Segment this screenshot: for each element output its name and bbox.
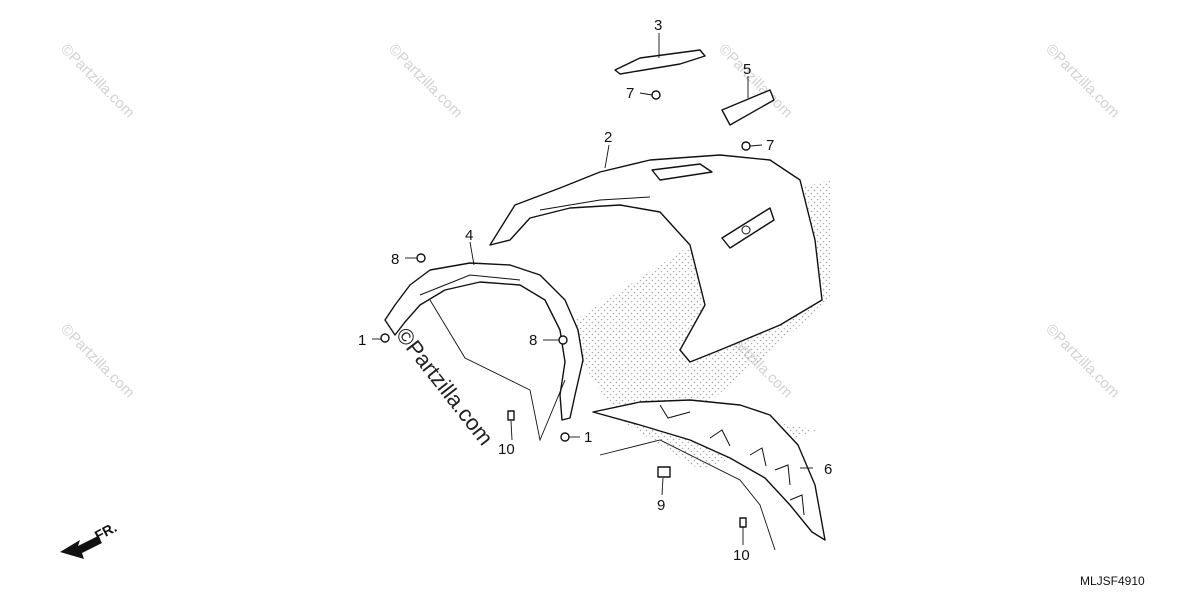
- part-6-inner-liner: [592, 399, 826, 541]
- callout-9: 9: [657, 497, 665, 514]
- part-3-lid: [614, 49, 706, 75]
- callout-4: 4: [465, 227, 473, 244]
- callout-10: 10: [733, 547, 750, 564]
- leader-lines: [372, 33, 813, 551]
- callout-10: 10: [498, 441, 515, 458]
- front-direction-arrow: FR.: [60, 519, 119, 559]
- watermark: ©Partzilla.com: [57, 321, 138, 402]
- diagram-code: MLJSF4910: [1080, 574, 1145, 588]
- callout-6: 6: [824, 461, 832, 478]
- part-5-emblem: [721, 89, 775, 126]
- callouts: 3 7 5 7 2 4 8 1 8 10 1 6 9 10: [358, 17, 832, 564]
- part-2-outer-cover: [489, 154, 823, 363]
- watermark: ©Partzilla.com: [1042, 41, 1123, 122]
- watermark: ©Partzilla.com: [385, 41, 466, 122]
- callout-5: 5: [743, 61, 751, 78]
- callout-1: 1: [358, 332, 366, 349]
- callout-7: 7: [626, 85, 634, 102]
- part-4-frame: [384, 262, 584, 421]
- callout-2: 2: [604, 129, 612, 146]
- watermark: ©Partzilla.com: [57, 41, 138, 122]
- callout-1: 1: [584, 429, 592, 446]
- callout-8: 8: [529, 332, 537, 349]
- watermark: ©Partzilla.com: [1042, 321, 1123, 402]
- fasteners: [380, 90, 751, 528]
- callout-8: 8: [391, 251, 399, 268]
- center-watermark: ©Partzilla.com: [391, 323, 498, 450]
- callout-7: 7: [766, 137, 774, 154]
- callout-3: 3: [654, 17, 662, 34]
